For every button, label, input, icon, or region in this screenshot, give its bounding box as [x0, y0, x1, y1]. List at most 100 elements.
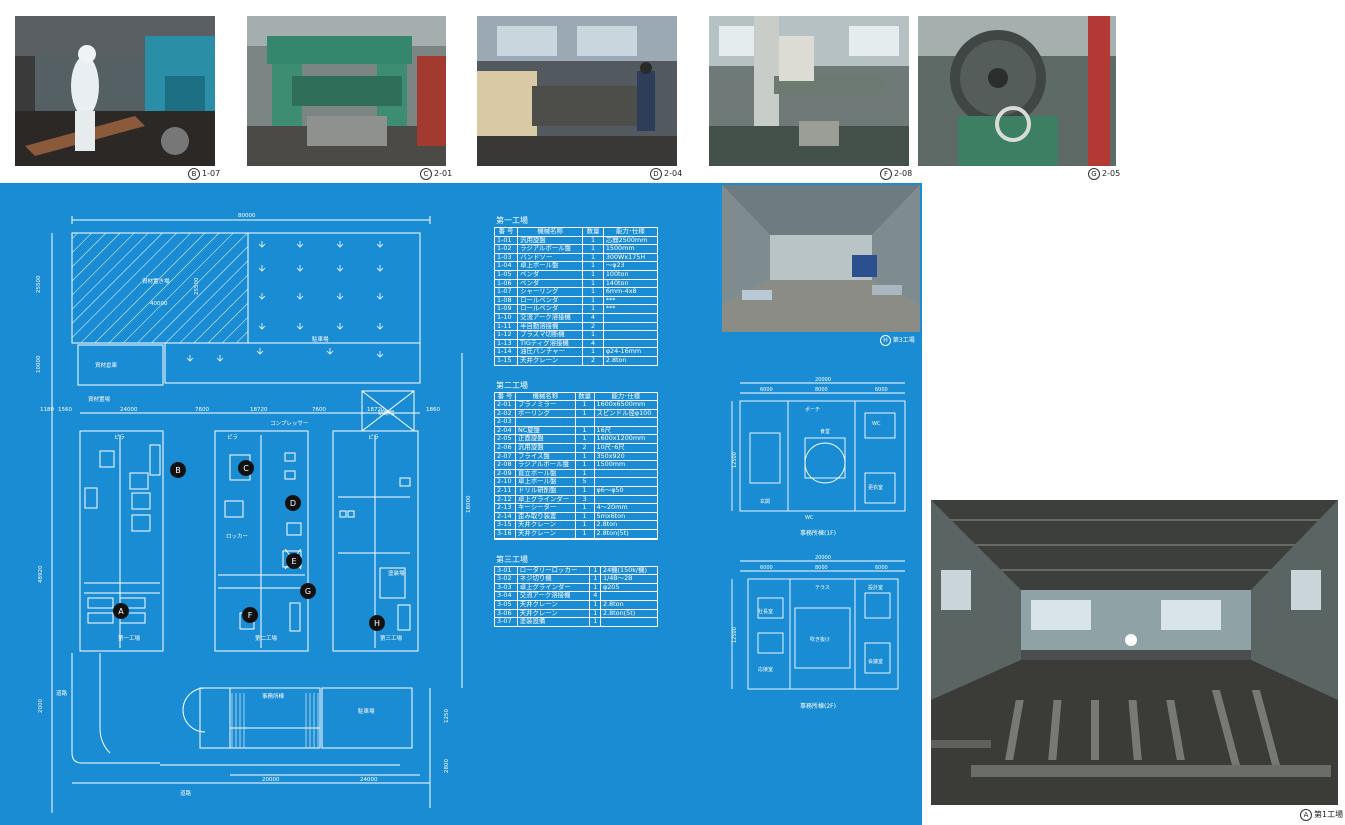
- label-cut: 切断場: [378, 409, 395, 417]
- svg-text:更衣室: 更衣室: [868, 484, 883, 491]
- label-road-left: 道路: [56, 689, 68, 697]
- table1-header: 能力･仕様: [602, 227, 659, 237]
- marker-b: B: [175, 466, 181, 475]
- dim-1560: 1560: [58, 407, 72, 413]
- label-hall2: 第二工場: [255, 634, 278, 642]
- dim-7600-b: 7600: [312, 407, 326, 413]
- svg-text:ポーチ: ポーチ: [805, 406, 820, 413]
- marker-f: F: [248, 611, 253, 620]
- dim-40000: 40000: [150, 301, 168, 307]
- dim-7600-a: 7600: [195, 407, 209, 413]
- label-pillar-2: ピラ: [227, 434, 238, 441]
- label-hall1: 第一工場: [118, 634, 141, 642]
- table1-header: 数量: [582, 227, 604, 237]
- site-plan-drawing: A B C D E F G H 80000 25500 10000 1180 1…: [36, 213, 472, 813]
- photo-shearing-machine: [15, 16, 215, 166]
- dim-10000: 10000: [36, 355, 42, 373]
- factory-layout-panel: A B C D E F G H 80000 25500 10000 1180 1…: [0, 183, 922, 825]
- label-paint: 塗装場: [388, 569, 405, 577]
- label-office: 事務所棟: [262, 692, 285, 700]
- svg-text:8000: 8000: [815, 565, 828, 571]
- marker-a: A: [118, 607, 124, 616]
- label-pillar-1: ピラ: [114, 434, 125, 441]
- svg-text:社長室: 社長室: [758, 608, 773, 615]
- marker-g: G: [305, 587, 311, 596]
- dim-1180: 1180: [40, 407, 54, 413]
- dim-24000: 24000: [120, 407, 138, 413]
- svg-text:吹き抜け: 吹き抜け: [810, 636, 830, 643]
- svg-text:6000: 6000: [875, 565, 888, 571]
- svg-text:6000: 6000: [760, 387, 773, 393]
- label-hall3: 第三工場: [380, 634, 403, 642]
- svg-text:設計室: 設計室: [868, 584, 883, 591]
- dim-2000: 2000: [38, 699, 44, 713]
- photo-radial-drill: [709, 16, 909, 166]
- table-row: [493, 537, 659, 540]
- table2-title: 第二工場: [496, 380, 528, 390]
- office-plan-1f: 20000 6000 8000 6000 12500 ポーチ WC 食堂 更衣室…: [731, 377, 906, 521]
- dim-18000: 18000: [466, 495, 472, 513]
- table1-header: 番 号: [493, 227, 519, 237]
- dim-2800: 2800: [444, 759, 450, 773]
- svg-text:20000: 20000: [815, 377, 831, 383]
- svg-text:食堂: 食堂: [820, 428, 830, 435]
- svg-text:8000: 8000: [815, 387, 828, 393]
- svg-text:テラス: テラス: [815, 585, 830, 591]
- dim-25500: 25500: [36, 275, 42, 293]
- dim-1250: 1250: [444, 709, 450, 723]
- label-warehouse: 資材倉庫: [95, 361, 118, 369]
- table2-header: 機械名称: [515, 391, 576, 402]
- label-parking-2: 駐車場: [358, 707, 375, 715]
- dim-18720-a: 18720: [250, 407, 268, 413]
- dim-18720-b: 18720: [367, 407, 385, 413]
- office-1f-caption: 事務所棟(1F): [800, 530, 836, 537]
- dim-24000-b: 24000: [360, 777, 378, 783]
- label-parking: 駐車場: [312, 335, 329, 343]
- svg-text:会議室: 会議室: [868, 658, 883, 665]
- label-material: 資材置場: [88, 395, 111, 403]
- svg-text:WC: WC: [872, 421, 881, 427]
- dim-48920: 48920: [38, 565, 44, 583]
- photo-planomiller: [247, 16, 446, 166]
- office-2f-caption: 事務所棟(2F): [800, 703, 836, 710]
- table3-title: 第三工場: [496, 554, 528, 564]
- label-compressor: コンプレッサー: [270, 420, 308, 427]
- svg-text:20000: 20000: [815, 555, 831, 561]
- table2-header: 能力･仕様: [593, 391, 659, 402]
- svg-text:WC: WC: [805, 515, 814, 521]
- photo-caption-h: H 第3工場: [880, 335, 915, 346]
- marker-c: C: [243, 464, 249, 473]
- svg-text:応接室: 応接室: [758, 666, 773, 673]
- table1-header: 機械名称: [517, 227, 584, 237]
- label-storage: 資材置き場: [142, 277, 170, 285]
